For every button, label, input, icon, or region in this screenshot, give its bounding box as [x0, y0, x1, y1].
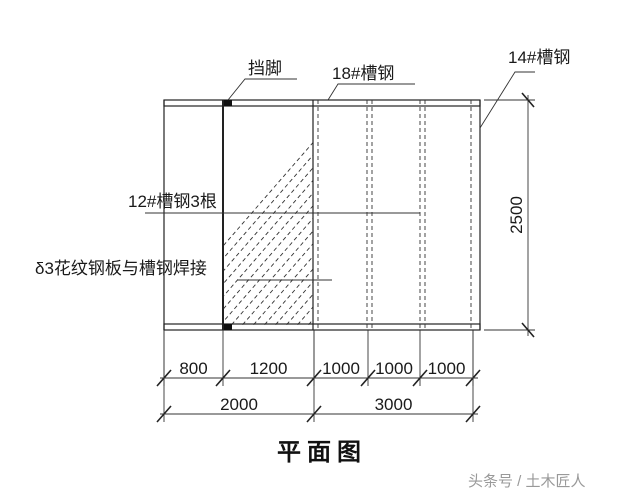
hatch-line [224, 192, 313, 297]
frame [163, 99, 481, 331]
dimension-value: 1000 [322, 359, 360, 378]
hatch-line [252, 255, 313, 325]
dimension-tick [306, 405, 322, 423]
plate-hatching [224, 100, 559, 330]
toe-board-block [224, 100, 232, 106]
hatch-line [241, 243, 313, 325]
svg-text:14#槽钢: 14#槽钢 [508, 48, 570, 67]
label-channel-12: 12#槽钢3根 [128, 192, 420, 214]
hatch-line [359, 100, 559, 330]
dimension-tick [156, 405, 172, 423]
label-channel-14: 14#槽钢 [479, 48, 570, 129]
watermark: 头条号 / 土木匠人 [468, 473, 586, 490]
svg-text:2500: 2500 [507, 196, 526, 234]
dimension-value: 1000 [375, 359, 413, 378]
hatch-line [224, 205, 313, 309]
hatch-line [274, 281, 313, 325]
dimension-tick [215, 369, 231, 387]
dimension-value: 800 [179, 359, 207, 378]
label-toe-board: 挡脚 [227, 59, 297, 101]
hatch-line [307, 318, 313, 325]
hatch-line [230, 230, 313, 325]
dimension-value: 2000 [220, 395, 258, 414]
dimension-row-2: 2000 3000 [156, 330, 481, 423]
drawing-title: 平面图 [277, 439, 367, 466]
hatch-line [285, 293, 313, 325]
toe-board-block [224, 324, 232, 330]
hatch-line [315, 100, 515, 330]
hatch-line [326, 100, 526, 330]
svg-text:12#槽钢3根: 12#槽钢3根 [128, 192, 217, 211]
hatch-line [263, 268, 313, 325]
hatch-line [224, 179, 313, 284]
hatch-line [224, 141, 313, 246]
label-channel-18: 18#槽钢 [327, 64, 415, 101]
dimension-tick [412, 369, 428, 387]
dimension-height: 2500 [484, 92, 535, 338]
dimension-value: 1000 [428, 359, 466, 378]
hatch-line [224, 154, 313, 259]
dimension-tick [360, 369, 376, 387]
dimension-value: 3000 [375, 395, 413, 414]
dimension-value: 1200 [250, 359, 288, 378]
svg-text:18#槽钢: 18#槽钢 [332, 64, 394, 83]
dimension-row-1: 800 1200 1000 1000 1000 [156, 330, 481, 387]
label-plate: δ3花纹钢板与槽钢焊接 [35, 259, 332, 281]
hatch-line [296, 306, 313, 325]
svg-text:δ3花纹钢板与槽钢焊接: δ3花纹钢板与槽钢焊接 [35, 259, 207, 278]
hatch-line [224, 167, 313, 271]
hatch-line [224, 217, 313, 322]
svg-text:挡脚: 挡脚 [248, 59, 282, 78]
dimension-tick [465, 405, 481, 423]
